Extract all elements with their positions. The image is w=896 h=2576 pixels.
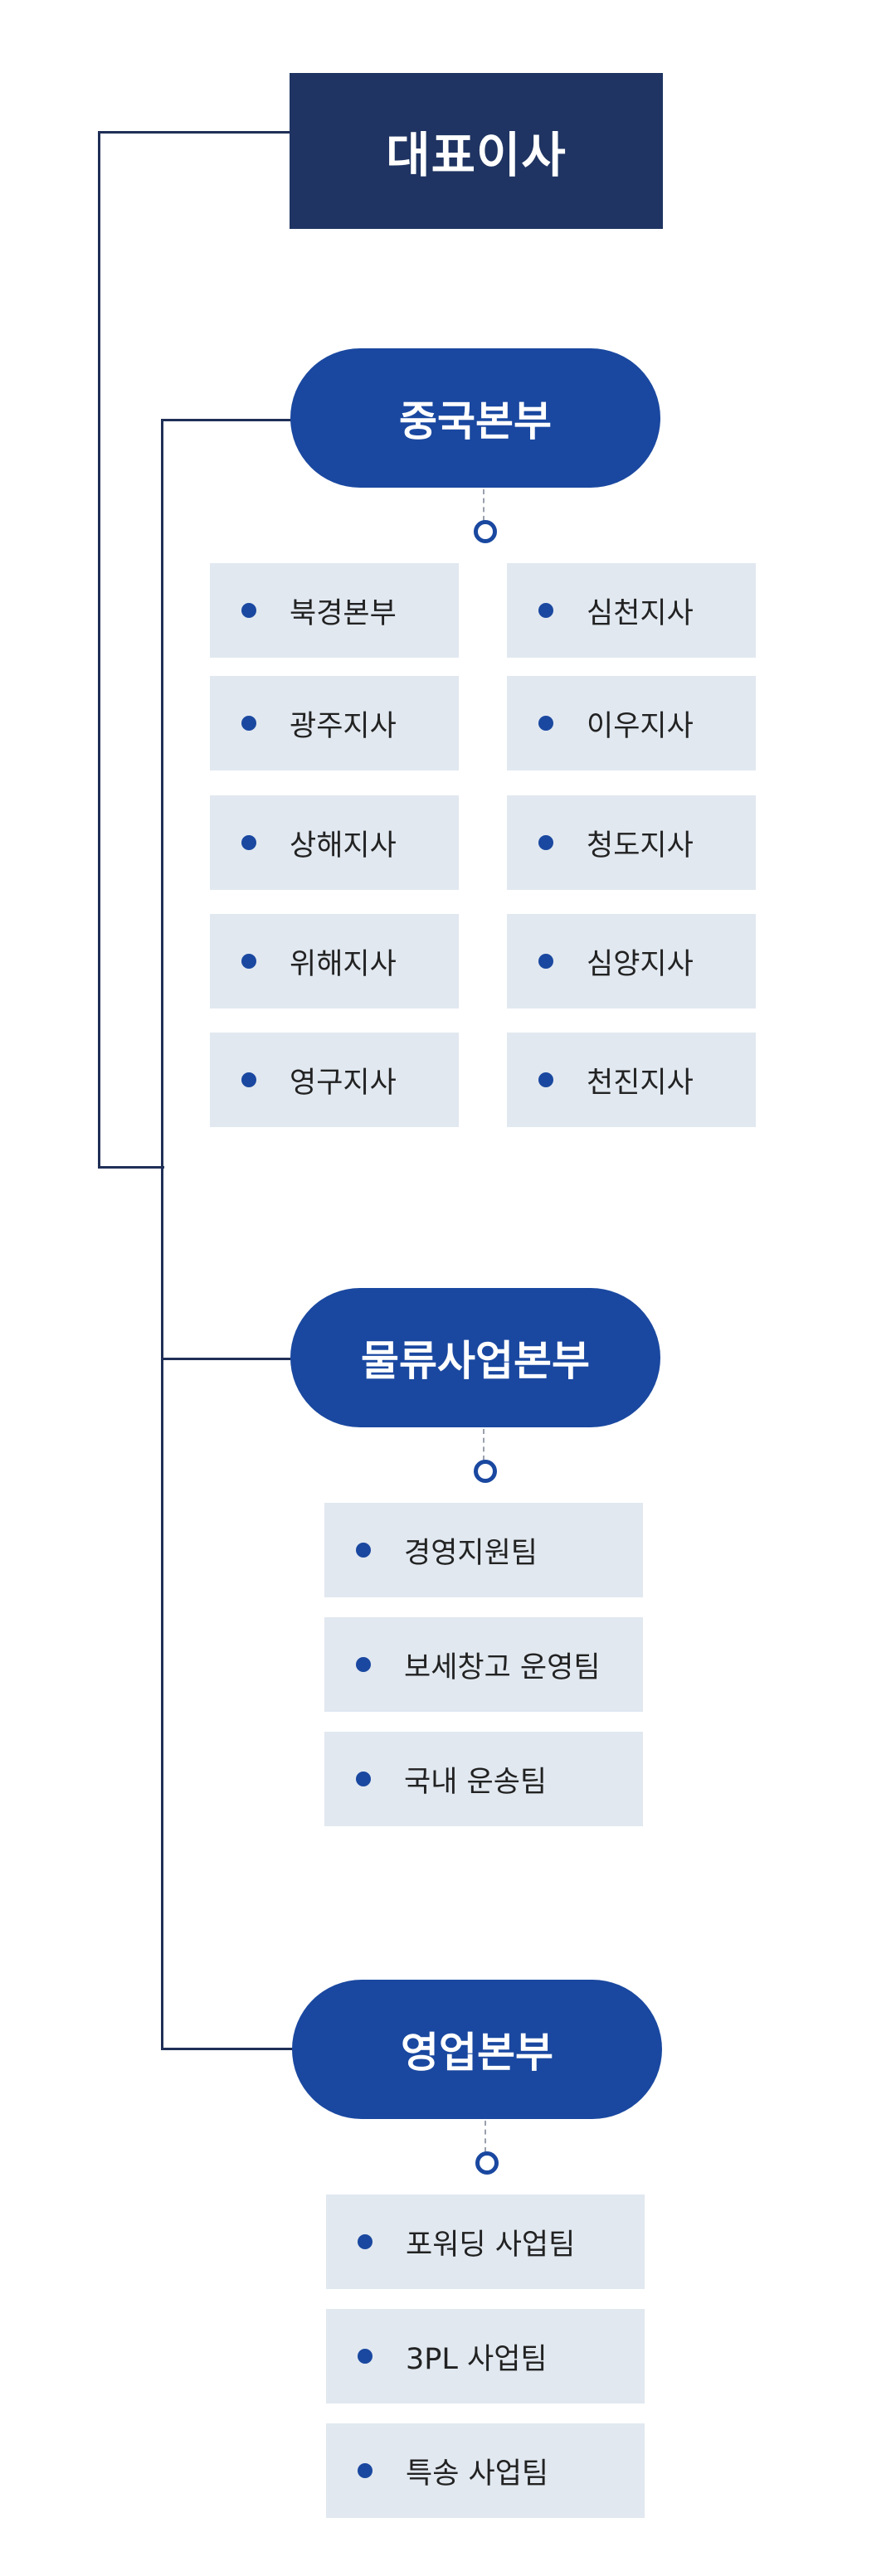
- bullet-dot: [538, 1072, 553, 1087]
- division-china-dashed-connector: [483, 489, 485, 521]
- list-item-label: 청도지사: [587, 829, 694, 863]
- list-item-label: 포워딩 사업팀: [406, 2228, 576, 2262]
- bullet-dot: [241, 835, 256, 850]
- connector-outer-vertical: [98, 131, 100, 1168]
- bullet-dot: [356, 1657, 371, 1672]
- list-item-label: 이우지사: [587, 709, 694, 743]
- bullet-dot: [538, 603, 553, 618]
- list-item-shenzhen: 심천지사: [507, 563, 756, 658]
- list-item-label: 경영지원팀: [404, 1536, 538, 1570]
- bullet-dot: [538, 954, 553, 969]
- list-item-label: 위해지사: [290, 947, 397, 981]
- division-logistics-dashed-connector: [483, 1429, 485, 1461]
- list-item-3pl: 3PL 사업팀: [326, 2309, 645, 2403]
- list-item-label: 특송 사업팀: [406, 2457, 549, 2491]
- list-item-guangzhou: 광주지사: [210, 676, 459, 770]
- connector-branch-sales: [161, 2048, 294, 2050]
- bullet-dot: [538, 716, 553, 731]
- bullet-dot: [356, 1543, 371, 1558]
- division-sales-hq: 영업본부: [292, 1980, 662, 2119]
- division-sales-node-ring: [475, 2151, 499, 2175]
- connector-ceo-horizontal: [98, 131, 290, 134]
- division-logistics-hq: 물류사업본부: [290, 1288, 660, 1427]
- list-item-express: 특송 사업팀: [326, 2423, 645, 2518]
- list-item-tianjin: 천진지사: [507, 1033, 756, 1127]
- bullet-dot: [538, 835, 553, 850]
- connector-branch-china: [161, 419, 292, 421]
- list-item-yiwu: 이우지사: [507, 676, 756, 770]
- bullet-dot: [241, 954, 256, 969]
- list-item-label: 국내 운송팀: [404, 1765, 548, 1799]
- bullet-dot: [358, 2234, 373, 2249]
- list-item-shanghai: 상해지사: [210, 795, 459, 890]
- list-item-qingdao: 청도지사: [507, 795, 756, 890]
- division-sales-dashed-connector: [485, 2121, 486, 2152]
- list-item-label: 3PL 사업팀: [406, 2342, 548, 2376]
- list-item-label: 상해지사: [290, 829, 397, 863]
- list-item-label: 심천지사: [587, 596, 694, 630]
- bullet-dot: [241, 603, 256, 618]
- division-china-node-ring: [474, 520, 497, 543]
- list-item-management-support: 경영지원팀: [324, 1503, 643, 1597]
- bullet-dot: [241, 716, 256, 731]
- connector-branch-logistics: [161, 1358, 292, 1360]
- bullet-dot: [241, 1072, 256, 1087]
- connector-outer-bottom: [98, 1166, 164, 1169]
- list-item-label: 광주지사: [290, 709, 397, 743]
- list-item-label: 보세창고 운영팀: [404, 1650, 601, 1684]
- list-item-yingkou: 영구지사: [210, 1033, 459, 1127]
- list-item-beijing: 북경본부: [210, 563, 459, 658]
- list-item-label: 영구지사: [290, 1066, 397, 1100]
- bullet-dot: [358, 2349, 373, 2364]
- ceo-box: 대표이사: [290, 73, 663, 229]
- bullet-dot: [358, 2463, 373, 2478]
- list-item-forwarding: 포워딩 사업팀: [326, 2194, 645, 2289]
- list-item-label: 천진지사: [587, 1066, 694, 1100]
- list-item-label: 심양지사: [587, 947, 694, 981]
- list-item-domestic-transport: 국내 운송팀: [324, 1732, 643, 1826]
- division-logistics-node-ring: [474, 1460, 497, 1483]
- list-item-shenyang: 심양지사: [507, 914, 756, 1009]
- connector-inner-vertical: [161, 419, 163, 2049]
- list-item-bonded-warehouse: 보세창고 운영팀: [324, 1617, 643, 1712]
- division-china-hq: 중국본부: [290, 348, 660, 488]
- bullet-dot: [356, 1772, 371, 1786]
- list-item-label: 북경본부: [290, 596, 397, 630]
- list-item-weihai: 위해지사: [210, 914, 459, 1009]
